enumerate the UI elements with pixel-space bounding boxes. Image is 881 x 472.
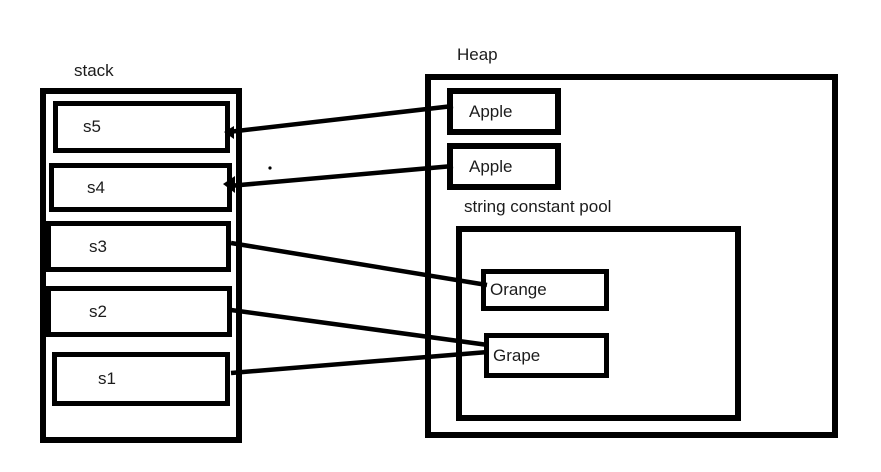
stack-label: stack [74,61,114,80]
heap-object-apple-2: Apple [447,143,561,190]
stack-frame-s5-label: s5 [83,117,101,136]
heap-label: Heap [457,45,498,64]
reference-line-s5-to-apple-1 [227,103,454,135]
stack-frame-s1: s1 [52,352,230,406]
stack-frame-s1-label: s1 [98,369,116,388]
stack-frame-s2-label: s2 [89,301,107,321]
pool-object-grape: Grape [484,333,609,378]
string-constant-pool-label: string constant pool [464,197,612,216]
stack-frame-s4-label: s4 [87,177,105,197]
heap-object-apple-1: Apple [447,88,561,135]
stack-frame-s3: s3 [46,221,231,272]
stray-dot [268,166,272,170]
stack-frame-s5: s5 [53,101,230,153]
pool-object-orange-label: Orange [490,280,547,299]
stack-frame-s4: s4 [49,163,232,212]
heap-object-apple-2-label: Apple [469,156,513,176]
pool-object-orange: Orange [481,269,609,311]
reference-line-s4-to-apple-2 [228,163,454,189]
stack-frame-s3-label: s3 [89,236,107,256]
stack-frame-s2: s2 [46,286,232,337]
heap-object-apple-1-label: Apple [469,101,513,121]
string-constant-pool-box [456,226,741,421]
pool-object-grape-label: Grape [493,345,541,365]
